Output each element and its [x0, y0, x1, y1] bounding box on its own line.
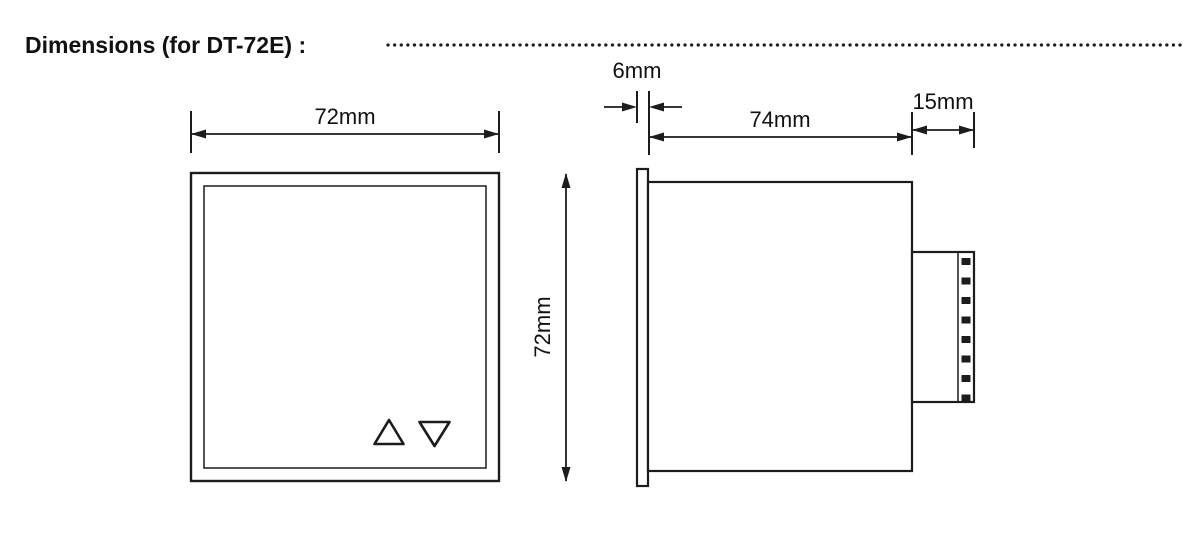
terminal-depth-label: 15mm [912, 89, 973, 114]
terminal-pin [961, 394, 971, 402]
arrowhead-left-icon [649, 102, 664, 112]
down-triangle-icon [418, 420, 451, 448]
front-width-dimension: 72mm [190, 104, 500, 153]
arrowhead-left-icon [912, 125, 927, 135]
arrowhead-right-icon [622, 102, 637, 112]
flange-depth-label: 6mm [613, 58, 662, 83]
front-width-label: 72mm [314, 104, 375, 129]
terminal-pins [961, 258, 971, 402]
side-view [635, 167, 976, 488]
arrowhead-right-icon [897, 132, 912, 142]
terminal-pin [961, 375, 971, 382]
front-view-inner-frame [203, 185, 487, 469]
header: Dimensions (for DT-72E) : [25, 32, 1188, 58]
flange-depth-dimension: 6mm [604, 58, 682, 155]
arrowhead-right-icon [484, 129, 499, 139]
arrowhead-down-icon [561, 467, 571, 482]
terminal-pin [961, 258, 971, 265]
arrowhead-left-icon [191, 129, 206, 139]
front-view-outer-frame [189, 171, 501, 483]
body-depth-dimension: 74mm [649, 107, 913, 155]
arrowhead-left-icon [649, 132, 664, 142]
side-view-body [646, 180, 914, 473]
terminal-depth-dimension: 15mm [912, 89, 975, 148]
front-height-label: 72mm [530, 296, 555, 357]
terminal-pin [961, 316, 971, 324]
terminal-pin [961, 277, 971, 285]
side-view-flange [635, 167, 650, 488]
arrowhead-right-icon [959, 125, 974, 135]
page-title: Dimensions (for DT-72E) : [25, 32, 306, 58]
body-depth-label: 74mm [749, 107, 810, 132]
front-height-dimension: 72mm [530, 173, 571, 482]
terminal-pin [961, 336, 971, 343]
up-triangle-icon [373, 418, 405, 446]
arrowhead-up-icon [561, 173, 571, 188]
terminal-pin [961, 355, 971, 363]
front-view [189, 171, 501, 483]
terminal-pin [961, 297, 971, 304]
